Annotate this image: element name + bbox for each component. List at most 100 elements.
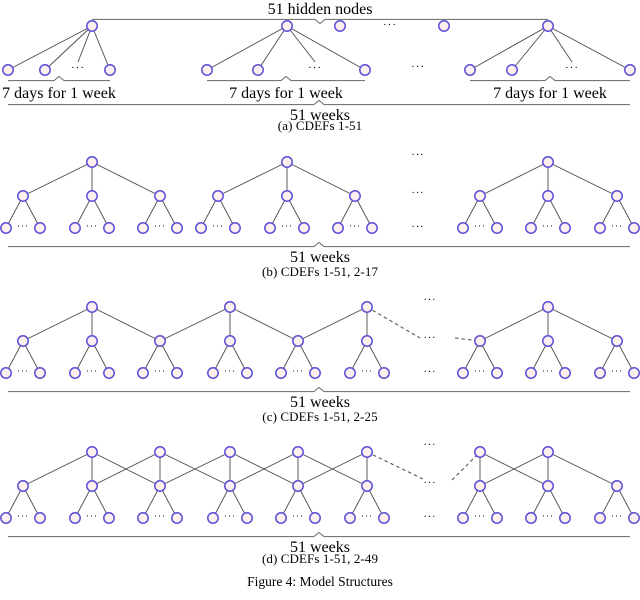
leaf-node[interactable] xyxy=(344,512,356,524)
root-node[interactable] xyxy=(361,301,373,313)
mid-node[interactable] xyxy=(542,480,554,492)
mid-node[interactable] xyxy=(224,480,236,492)
root-node[interactable] xyxy=(86,156,98,168)
root-node[interactable] xyxy=(86,446,98,458)
root-node[interactable] xyxy=(361,446,373,458)
root-node[interactable] xyxy=(542,156,554,168)
leaf-node[interactable] xyxy=(137,367,149,379)
hidden-node[interactable] xyxy=(86,20,98,32)
leaf-node[interactable] xyxy=(628,222,640,234)
leaf-node[interactable] xyxy=(241,512,253,524)
leaf-node[interactable] xyxy=(366,222,378,234)
leaf-node[interactable] xyxy=(69,367,81,379)
leaf-node[interactable] xyxy=(344,367,356,379)
hidden-node[interactable] xyxy=(542,20,554,32)
mid-node[interactable] xyxy=(611,190,623,202)
mid-node[interactable] xyxy=(611,480,623,492)
leaf-node[interactable] xyxy=(457,222,469,234)
root-node[interactable] xyxy=(474,446,486,458)
mid-node[interactable] xyxy=(224,335,236,347)
leaf-node[interactable] xyxy=(332,222,344,234)
day-node[interactable] xyxy=(506,64,518,76)
leaf-node[interactable] xyxy=(491,512,503,524)
leaf-node[interactable] xyxy=(103,367,115,379)
leaf-node[interactable] xyxy=(275,512,287,524)
day-node[interactable] xyxy=(104,64,116,76)
leaf-node[interactable] xyxy=(525,512,537,524)
mid-node[interactable] xyxy=(17,480,29,492)
day-node[interactable] xyxy=(624,64,636,76)
leaf-node[interactable] xyxy=(559,222,571,234)
leaf-node[interactable] xyxy=(309,367,321,379)
mid-node[interactable] xyxy=(17,335,29,347)
leaf-node[interactable] xyxy=(195,222,207,234)
root-node[interactable] xyxy=(281,156,293,168)
leaf-node[interactable] xyxy=(491,367,503,379)
leaf-node[interactable] xyxy=(298,222,310,234)
leaf-node[interactable] xyxy=(103,222,115,234)
root-node[interactable] xyxy=(292,446,304,458)
hidden-node[interactable] xyxy=(334,20,346,32)
mid-node[interactable] xyxy=(17,190,29,202)
leaf-node[interactable] xyxy=(309,512,321,524)
leaf-node[interactable] xyxy=(559,367,571,379)
day-node[interactable] xyxy=(2,64,14,76)
mid-node[interactable] xyxy=(361,335,373,347)
leaf-node[interactable] xyxy=(34,512,46,524)
mid-node[interactable] xyxy=(349,190,361,202)
leaf-node[interactable] xyxy=(69,222,81,234)
leaf-node[interactable] xyxy=(491,222,503,234)
day-node[interactable] xyxy=(359,64,371,76)
leaf-node[interactable] xyxy=(103,512,115,524)
leaf-node[interactable] xyxy=(378,512,390,524)
mid-node[interactable] xyxy=(542,190,554,202)
leaf-node[interactable] xyxy=(69,512,81,524)
root-node[interactable] xyxy=(154,446,166,458)
mid-node[interactable] xyxy=(474,480,486,492)
root-node[interactable] xyxy=(542,301,554,313)
leaf-node[interactable] xyxy=(594,512,606,524)
mid-node[interactable] xyxy=(292,480,304,492)
hidden-node[interactable] xyxy=(438,20,450,32)
root-node[interactable] xyxy=(86,301,98,313)
leaf-node[interactable] xyxy=(207,512,219,524)
day-node[interactable] xyxy=(201,64,213,76)
mid-node[interactable] xyxy=(86,190,98,202)
leaf-node[interactable] xyxy=(378,367,390,379)
root-node[interactable] xyxy=(542,446,554,458)
leaf-node[interactable] xyxy=(137,512,149,524)
hidden-node[interactable] xyxy=(281,20,293,32)
leaf-node[interactable] xyxy=(34,367,46,379)
mid-node[interactable] xyxy=(86,480,98,492)
day-node[interactable] xyxy=(39,64,51,76)
leaf-node[interactable] xyxy=(0,367,12,379)
leaf-node[interactable] xyxy=(594,222,606,234)
leaf-node[interactable] xyxy=(457,367,469,379)
leaf-node[interactable] xyxy=(207,367,219,379)
root-node[interactable] xyxy=(224,301,236,313)
leaf-node[interactable] xyxy=(264,222,276,234)
day-node[interactable] xyxy=(464,64,476,76)
leaf-node[interactable] xyxy=(0,512,12,524)
mid-node[interactable] xyxy=(361,480,373,492)
leaf-node[interactable] xyxy=(525,222,537,234)
leaf-node[interactable] xyxy=(0,222,12,234)
leaf-node[interactable] xyxy=(34,222,46,234)
leaf-node[interactable] xyxy=(628,512,640,524)
leaf-node[interactable] xyxy=(171,512,183,524)
mid-node[interactable] xyxy=(154,190,166,202)
mid-node[interactable] xyxy=(212,190,224,202)
mid-node[interactable] xyxy=(154,480,166,492)
day-node[interactable] xyxy=(252,64,264,76)
mid-node[interactable] xyxy=(86,335,98,347)
leaf-node[interactable] xyxy=(594,367,606,379)
leaf-node[interactable] xyxy=(171,222,183,234)
leaf-node[interactable] xyxy=(137,222,149,234)
leaf-node[interactable] xyxy=(241,367,253,379)
mid-node[interactable] xyxy=(542,335,554,347)
leaf-node[interactable] xyxy=(171,367,183,379)
root-node[interactable] xyxy=(224,446,236,458)
mid-node[interactable] xyxy=(474,190,486,202)
mid-node[interactable] xyxy=(474,335,486,347)
leaf-node[interactable] xyxy=(525,367,537,379)
